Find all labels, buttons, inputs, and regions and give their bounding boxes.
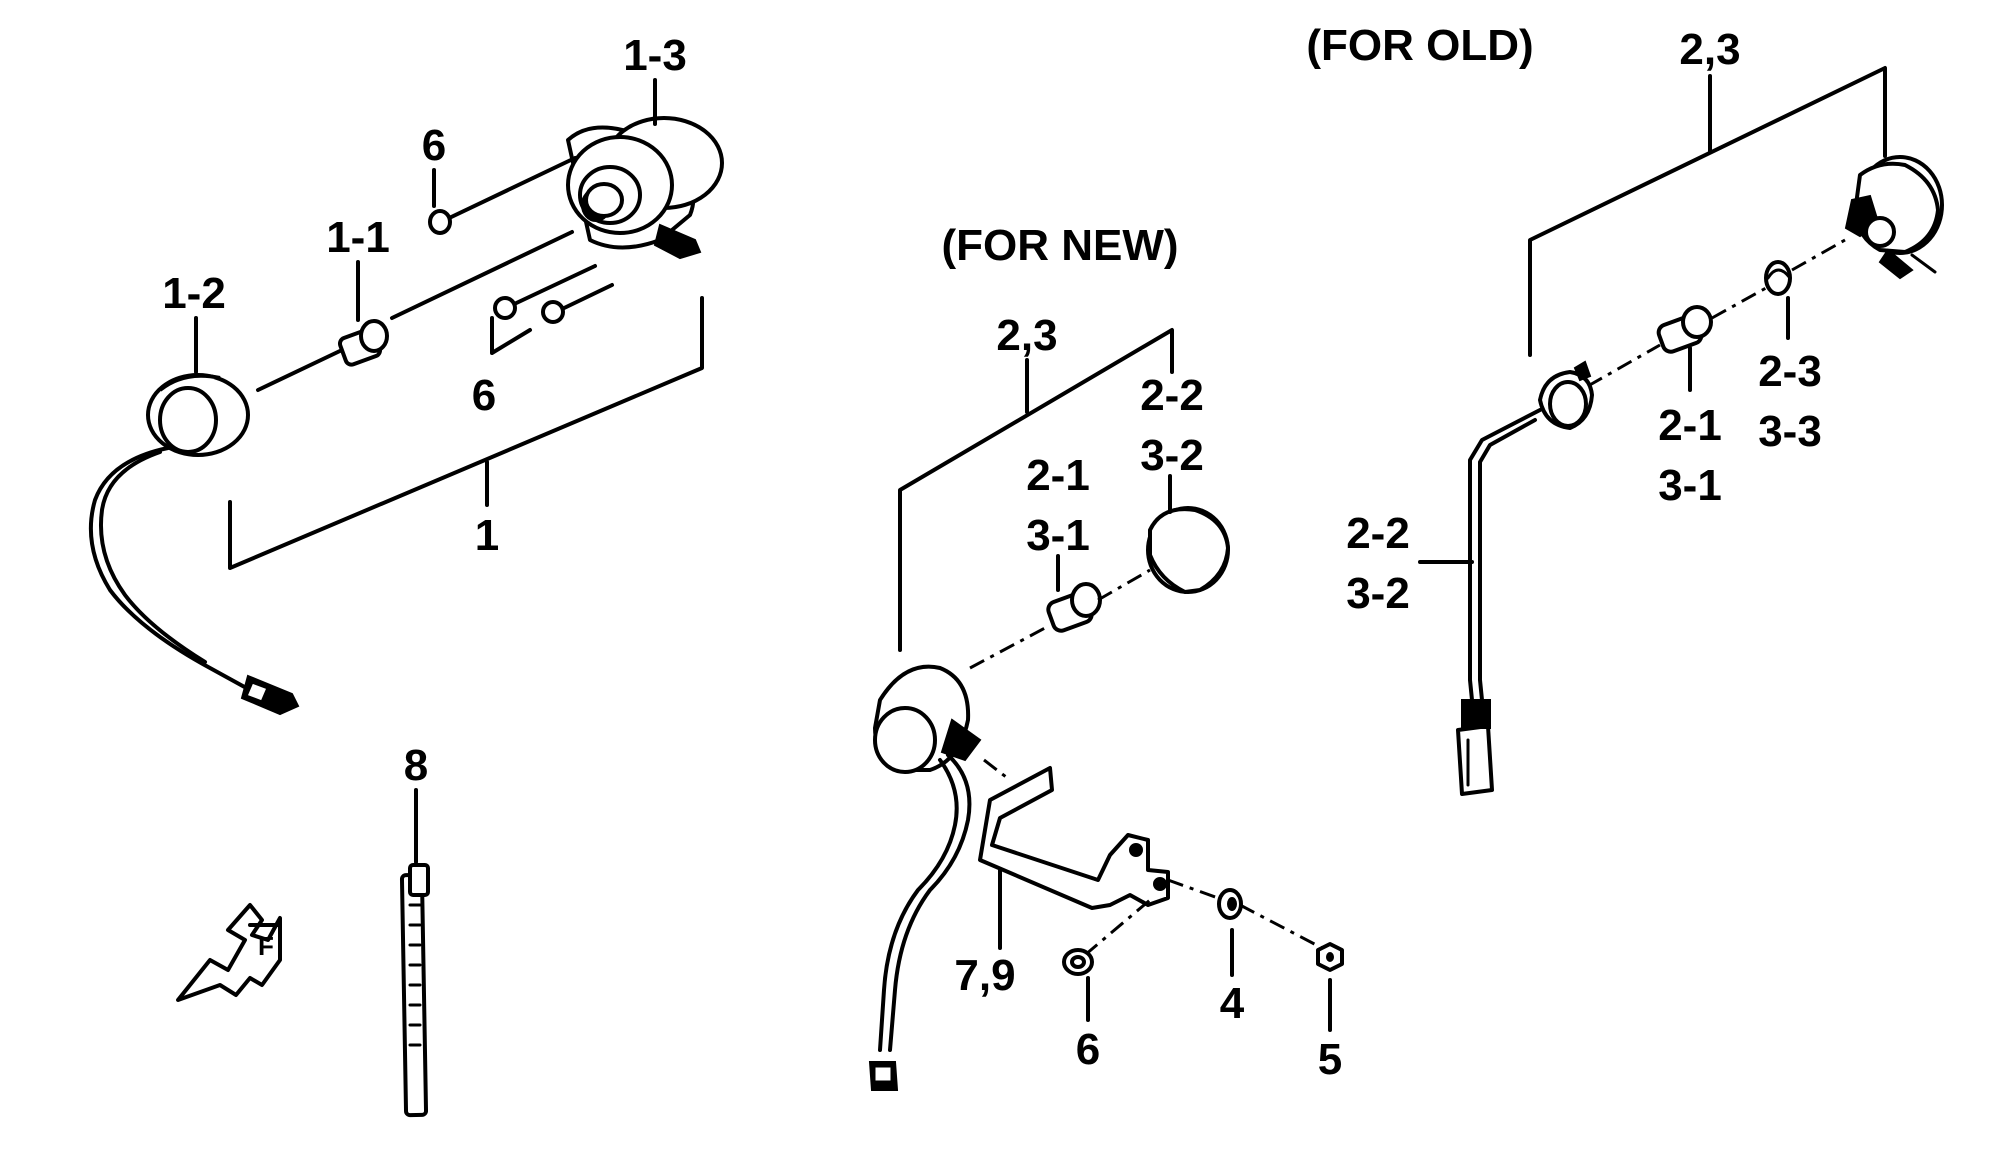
bracket-2-3-new <box>898 328 1174 652</box>
guide-new-washer-nut <box>1239 903 1323 950</box>
label-6-mid: 6 <box>472 371 496 420</box>
bulb-1-1 <box>337 319 389 367</box>
label-6-top: 6 <box>422 121 446 170</box>
guide-old-ring-bulb <box>1711 286 1767 320</box>
label-3-2-old: 3-2 <box>1346 569 1410 618</box>
guide-screw-mid-b <box>558 283 614 312</box>
heading-for-old: (FOR OLD) <box>1306 21 1533 70</box>
housing-old <box>1844 155 1944 280</box>
ring-2-3-old <box>1764 260 1792 296</box>
washer-4 <box>1217 888 1243 920</box>
guide-lens-bulb <box>256 348 344 392</box>
label-1: 1 <box>475 511 499 560</box>
bracket-2-3-old <box>1528 66 1887 357</box>
housing-1-3 <box>566 116 724 260</box>
bulb-2-1-old <box>1656 305 1713 354</box>
guide-old-bulb-socket <box>1587 343 1661 388</box>
bulb-2-1-new <box>1046 582 1102 633</box>
cable-tie-8 <box>399 863 430 1118</box>
assembly-1-group: 1-3 6 1-1 1-2 6 1 <box>88 31 724 716</box>
label-3-3-ring: 3-3 <box>1758 407 1822 456</box>
lens-1-2 <box>88 373 300 716</box>
bracket-part-1 <box>228 296 704 570</box>
label-2-2-old: 2-2 <box>1346 509 1410 558</box>
label-8: 8 <box>404 741 428 790</box>
screws-6-mid <box>493 296 565 324</box>
assembly-old-group: (FOR OLD) 2,3 2-3 3-3 2- <box>1306 21 1944 796</box>
screw-6-top <box>428 209 452 235</box>
guide-new-lens-bulb <box>1097 568 1151 602</box>
label-5: 5 <box>1318 1035 1342 1084</box>
orientation-arrow-f: F <box>176 903 282 1002</box>
label-1-3: 1-3 <box>623 31 687 80</box>
label-1-1: 1-1 <box>326 213 390 262</box>
guide-new-housing-stay <box>983 758 1011 782</box>
screw-6-new <box>1062 948 1094 976</box>
label-3-1-old: 3-1 <box>1658 461 1722 510</box>
assembly-new-group: (FOR NEW) 2,3 2-2 3-2 2-1 3-1 <box>868 221 1344 1091</box>
stay-7-9 <box>978 766 1170 910</box>
label-4: 4 <box>1220 979 1245 1028</box>
label-2-2-new: 2-2 <box>1140 371 1204 420</box>
housing-new <box>868 664 982 1091</box>
lens-2-2-new <box>1146 506 1230 594</box>
label-7-9: 7,9 <box>954 951 1015 1000</box>
guide-screw-top <box>443 156 577 222</box>
label-2-3-new: 2,3 <box>996 311 1057 360</box>
guide-new-stay-washer <box>1167 878 1219 900</box>
socket-old <box>1456 360 1594 796</box>
label-3-2-new: 3-2 <box>1140 431 1204 480</box>
leader-6-mid <box>490 316 532 355</box>
label-2-3-old: 2,3 <box>1679 25 1740 74</box>
guide-bulb-housing <box>390 230 574 320</box>
guide-new-screw-stay <box>1084 898 1151 957</box>
label-2-1-new: 2-1 <box>1026 451 1090 500</box>
heading-for-new: (FOR NEW) <box>941 221 1178 270</box>
svg-text:F: F <box>258 931 274 961</box>
label-2-1-old: 2-1 <box>1658 401 1722 450</box>
guide-new-bulb-housing <box>969 626 1046 670</box>
guide-old-housing-ring <box>1791 238 1846 272</box>
label-6-new: 6 <box>1076 1025 1100 1074</box>
label-2-3-ring: 2-3 <box>1758 347 1822 396</box>
label-3-1-new: 3-1 <box>1026 511 1090 560</box>
label-1-2: 1-2 <box>162 269 226 318</box>
guide-screw-mid-a <box>508 264 597 308</box>
nut-5 <box>1316 942 1344 972</box>
